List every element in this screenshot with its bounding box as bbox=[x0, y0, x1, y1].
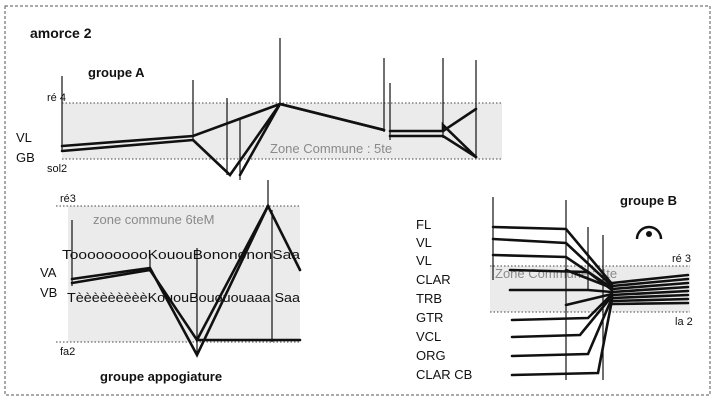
group-b-instrument: CLAR bbox=[416, 272, 451, 287]
group-b-instrument: TRB bbox=[416, 291, 442, 306]
group-app-instrument-2: VB bbox=[40, 285, 57, 300]
group-b-instrument: ORG bbox=[416, 348, 446, 363]
group-app-label: groupe appogiature bbox=[100, 369, 222, 384]
group-a-voice-2 bbox=[60, 138, 195, 153]
group-b-cluster-line bbox=[610, 289, 690, 297]
group-app-zone-label: zone commune 6teM bbox=[93, 212, 214, 227]
group-b-cluster-line bbox=[610, 281, 690, 291]
group-b-voice-vcl bbox=[510, 294, 614, 339]
group-a-voice-4 bbox=[238, 102, 282, 177]
group-b: groupe B Zone Commune : 4te ré 3 la 2 FL… bbox=[416, 193, 693, 382]
group-app-syllables-1: ToooooooooKououBononononSaa bbox=[62, 247, 301, 262]
group-b-label: groupe B bbox=[620, 193, 677, 208]
group-app-top-pitch: ré3 bbox=[60, 193, 76, 205]
group-a-bottom-pitch: sol2 bbox=[47, 163, 67, 175]
group-b-cluster-line bbox=[610, 277, 690, 288]
group-b-voice-clar-cb bbox=[510, 298, 614, 377]
group-b-cluster-line bbox=[610, 273, 690, 285]
group-b-cluster-line bbox=[610, 293, 690, 300]
group-b-top-pitch: ré 3 bbox=[672, 253, 691, 265]
group-b-cluster-line bbox=[610, 297, 690, 303]
group-b-voice-gtr bbox=[510, 292, 614, 322]
group-a-voice-8 bbox=[441, 107, 478, 133]
group-b-cluster-line bbox=[610, 285, 690, 294]
group-a-voice-3 bbox=[191, 102, 282, 177]
group-b-instrument: VL bbox=[416, 235, 432, 250]
group-app-bottom-pitch: fa2 bbox=[60, 346, 75, 358]
group-b-instrument: CLAR CB bbox=[416, 367, 472, 382]
group-app-instrument-1: VA bbox=[40, 265, 57, 280]
group-b-instrument: GTR bbox=[416, 310, 443, 325]
group-b-voice-vl1 bbox=[491, 237, 614, 288]
group-a-label: groupe A bbox=[88, 65, 145, 80]
diagram-title: amorce 2 bbox=[30, 25, 92, 41]
group-b-cluster-line bbox=[610, 301, 690, 306]
group-app-voice-2 bbox=[70, 204, 270, 343]
group-a-zone-label: Zone Commune : 5te bbox=[270, 141, 392, 156]
group-a: groupe A ré 4 sol2 VL GB Zone Commune : … bbox=[16, 38, 502, 180]
group-b-voice-fl bbox=[491, 225, 614, 286]
group-a-voice-7 bbox=[388, 134, 478, 159]
group-app-voice-1 bbox=[70, 203, 302, 358]
group-b-instrument: FL bbox=[416, 217, 431, 232]
group-b-voice-trb bbox=[508, 288, 614, 294]
group-b-instrument: VCL bbox=[416, 329, 441, 344]
group-a-voice-6 bbox=[388, 121, 478, 159]
fermata-icon bbox=[635, 225, 663, 240]
group-a-instrument-1: VL bbox=[16, 130, 32, 145]
group-a-top-pitch: ré 4 bbox=[47, 92, 66, 104]
group-b-bottom-pitch: la 2 bbox=[675, 316, 693, 328]
group-appogiature: ré3 fa2 zone commune 6teM VA VB Tooooooo… bbox=[40, 180, 302, 384]
group-b-voice-org bbox=[510, 296, 614, 358]
group-a-voice-5 bbox=[278, 102, 386, 132]
group-b-converge bbox=[564, 268, 614, 290]
group-b-converge bbox=[564, 292, 614, 307]
outer-frame bbox=[4, 5, 711, 396]
group-a-instrument-2: GB bbox=[16, 150, 35, 165]
group-b-instrument: VL bbox=[416, 253, 432, 268]
group-app-syllables-2: TèèèèèèèèèKououBouououaaa Saa bbox=[67, 290, 301, 305]
